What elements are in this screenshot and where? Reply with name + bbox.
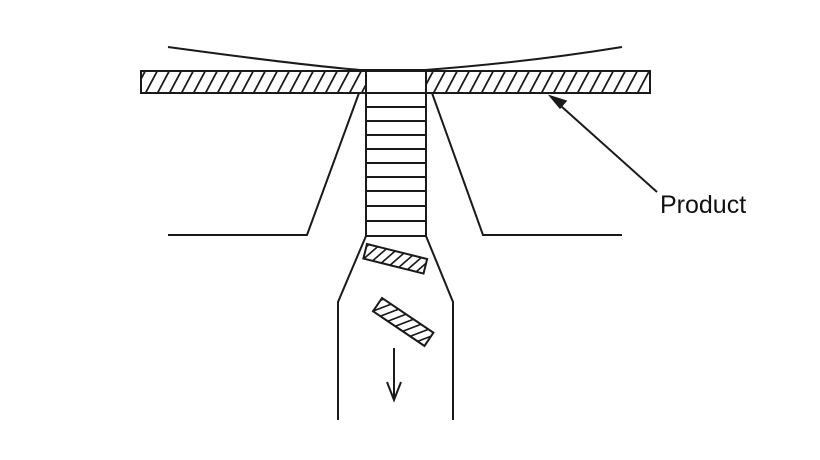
falling-slug-upper xyxy=(362,242,429,275)
product-sheet-left xyxy=(140,70,367,94)
die-right xyxy=(431,92,622,236)
punch-body xyxy=(365,70,427,237)
punch-outline xyxy=(167,46,623,71)
product-sheet-right xyxy=(425,70,651,94)
falling-slug-lower xyxy=(371,296,435,348)
product-pointer-arrow-icon xyxy=(547,94,658,193)
down-arrow-icon xyxy=(386,348,402,403)
chute-left xyxy=(337,235,367,420)
product-label: Product xyxy=(660,191,747,219)
die-left xyxy=(168,92,360,236)
chute-right xyxy=(425,235,454,420)
